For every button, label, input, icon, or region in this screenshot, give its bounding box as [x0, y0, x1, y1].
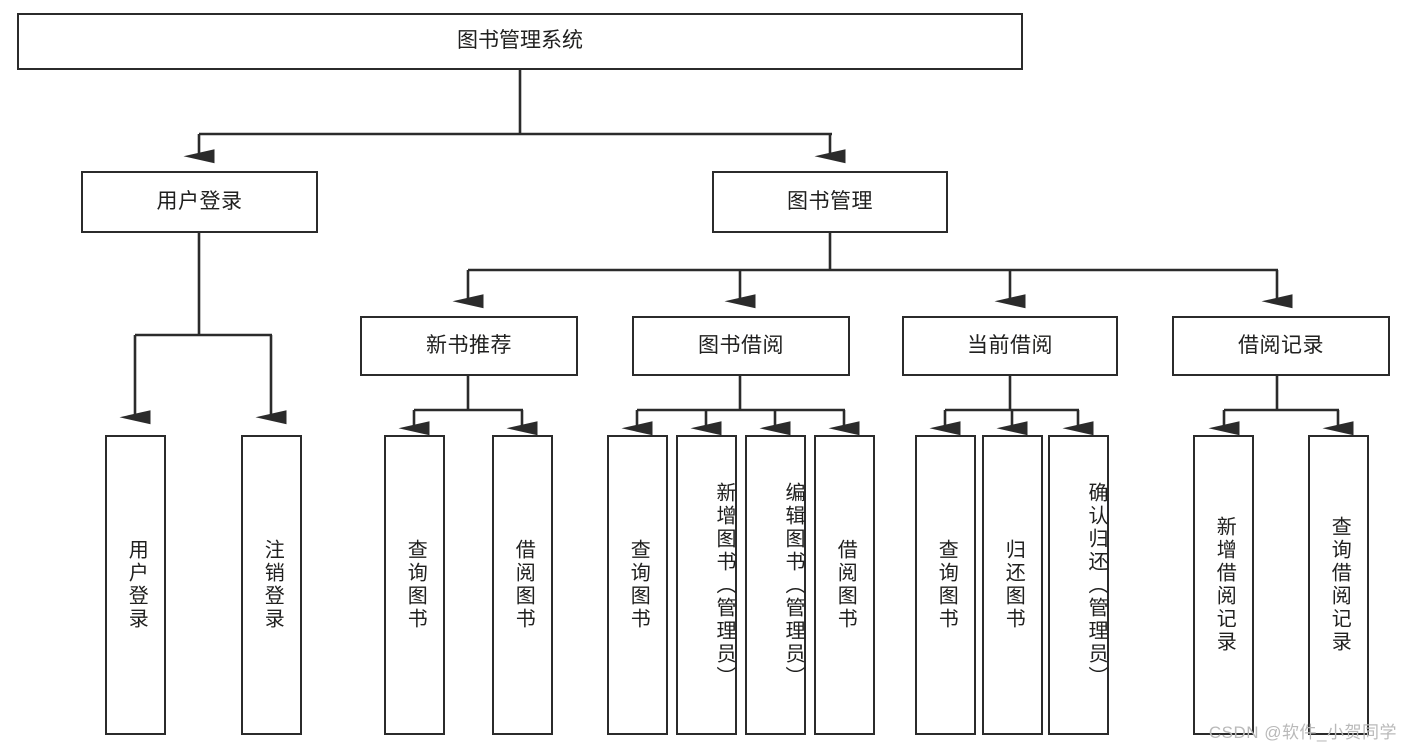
leaf-borrow-book-borrowing[interactable]: 借阅图书: [814, 435, 875, 735]
node-user-login[interactable]: 用户登录: [81, 171, 318, 233]
node-label: 注销登录: [261, 539, 284, 631]
leaf-add-book-admin[interactable]: 新增图书（管理员）: [676, 435, 737, 735]
node-label: 确认归还（管理员）: [1085, 481, 1107, 689]
leaf-user-login[interactable]: 用户登录: [105, 435, 166, 735]
csdn-watermark: CSDN @软件_小贺同学: [1208, 723, 1397, 742]
leaf-confirm-return-admin[interactable]: 确认归还（管理员）: [1048, 435, 1109, 735]
leaf-query-book-borrowing[interactable]: 查询图书: [607, 435, 668, 735]
leaf-borrow-book-recommendation[interactable]: 借阅图书: [492, 435, 553, 735]
leaf-query-borrow-record[interactable]: 查询借阅记录: [1308, 435, 1369, 735]
node-label: 新增借阅记录: [1213, 516, 1236, 654]
node-borrowing-records[interactable]: 借阅记录: [1172, 316, 1390, 376]
node-label: 图书借阅: [698, 333, 784, 357]
node-current-borrowing[interactable]: 当前借阅: [902, 316, 1118, 376]
node-label: 查询图书: [627, 539, 650, 631]
leaf-return-book[interactable]: 归还图书: [982, 435, 1043, 735]
node-label: 用户登录: [156, 189, 243, 213]
node-label: 查询图书: [935, 539, 958, 631]
node-root-book-management-system[interactable]: 图书管理系统: [17, 13, 1023, 70]
node-label: 归还图书: [1002, 539, 1025, 631]
node-new-book-recommendation[interactable]: 新书推荐: [360, 316, 578, 376]
leaf-query-book-current[interactable]: 查询图书: [915, 435, 976, 735]
leaf-logout[interactable]: 注销登录: [241, 435, 302, 735]
node-label: 查询借阅记录: [1328, 516, 1351, 654]
node-label: 图书管理: [787, 189, 873, 213]
node-label: 当前借阅: [967, 333, 1053, 357]
leaf-add-borrow-record[interactable]: 新增借阅记录: [1193, 435, 1254, 735]
node-label: 借阅记录: [1238, 333, 1324, 357]
leaf-edit-book-admin[interactable]: 编辑图书（管理员）: [745, 435, 806, 735]
node-label: 图书管理系统: [457, 29, 583, 53]
node-label: 新书推荐: [426, 333, 512, 357]
node-label: 查询图书: [404, 539, 427, 631]
node-label: 借阅图书: [834, 539, 857, 631]
node-label: 新增图书（管理员）: [713, 481, 735, 689]
node-label: 借阅图书: [512, 539, 535, 631]
node-label: 用户登录: [125, 539, 148, 631]
node-label: 编辑图书（管理员）: [782, 481, 804, 689]
node-book-borrowing[interactable]: 图书借阅: [632, 316, 850, 376]
node-book-management[interactable]: 图书管理: [712, 171, 948, 233]
leaf-query-book-recommendation[interactable]: 查询图书: [384, 435, 445, 735]
